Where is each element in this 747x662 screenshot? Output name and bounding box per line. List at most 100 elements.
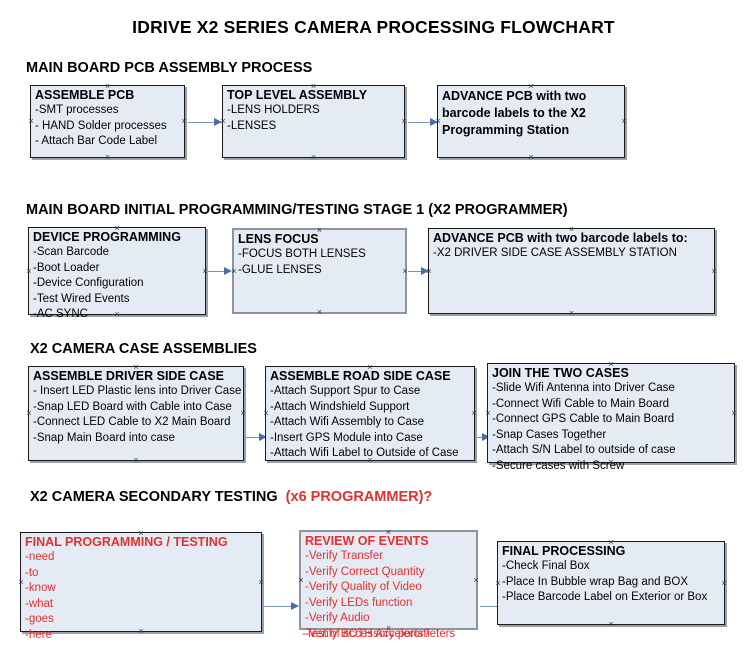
- resize-handle-top[interactable]: [568, 226, 575, 233]
- box-content: ADVANCE PCB with two barcode labels to t…: [438, 86, 624, 139]
- resize-handle-top[interactable]: [316, 227, 323, 234]
- box-line: -Connect GPS Cable to Main Board: [492, 413, 675, 425]
- box-line: -Verify Quality of Video: [305, 581, 422, 593]
- resize-handle-left[interactable]: [485, 410, 492, 417]
- box-content: ASSEMBLE ROAD SIDE CASE -Attach Support …: [266, 367, 474, 462]
- flowchart-box-assemble-driver-side-case[interactable]: ASSEMBLE DRIVER SIDE CASE - Insert LED P…: [28, 366, 244, 461]
- box-line: -Attach Support Spur to Case: [270, 385, 421, 397]
- resize-handle-top[interactable]: [133, 364, 140, 371]
- flowchart-box-assemble-pcb[interactable]: ASSEMBLE PCB -SMT processes - HAND Solde…: [30, 85, 185, 158]
- resize-handle-left[interactable]: [435, 118, 442, 125]
- resize-handle-right[interactable]: [401, 118, 408, 125]
- box-line: -to: [25, 566, 39, 579]
- resize-handle-bottom[interactable]: [310, 154, 317, 161]
- section-heading-accent: (x6 PROGRAMMER)?: [285, 489, 433, 505]
- resize-handle-left[interactable]: [220, 118, 227, 125]
- box-line: -Verify LEDs function: [305, 596, 413, 609]
- resize-handle-right[interactable]: [721, 580, 728, 587]
- box-overflow-line-review-of-events: -Test of accessory ports?: [302, 628, 430, 640]
- resize-handle-bottom[interactable]: [568, 310, 575, 317]
- flowchart-box-final-processing[interactable]: FINAL PROCESSING -Check Final Box -Place…: [497, 541, 725, 625]
- resize-handle-right[interactable]: [711, 268, 718, 275]
- resize-handle-top[interactable]: [608, 539, 615, 546]
- connector-driver-side-to-road-side[interactable]: [246, 437, 266, 438]
- flowchart-box-top-level-assembly[interactable]: TOP LEVEL ASSEMBLY -LENS HOLDERS -LENSES: [222, 85, 405, 158]
- flowchart-box-advance-pcb-programming-station[interactable]: ADVANCE PCB with two barcode labels to t…: [437, 85, 625, 158]
- connector-assemble-pcb-to-top-level-assembly[interactable]: [188, 122, 221, 123]
- resize-handle-left[interactable]: [495, 580, 502, 587]
- resize-handle-bottom[interactable]: [138, 628, 145, 635]
- resize-handle-right[interactable]: [240, 410, 247, 417]
- resize-handle-bottom[interactable]: [133, 457, 140, 464]
- resize-handle-left[interactable]: [26, 268, 33, 275]
- arrowhead-icon: [224, 266, 232, 275]
- box-line: -Verify Transfer: [305, 550, 383, 562]
- flowchart-box-device-programming[interactable]: DEVICE PROGRAMMING -Scan Barcode -Boot L…: [26, 225, 206, 320]
- resize-handle-right[interactable]: [181, 118, 188, 125]
- box-content: JOIN THE TWO CASES -Slide Wifi Antenna i…: [488, 364, 734, 474]
- resize-handle-bottom[interactable]: [104, 154, 111, 161]
- box-content: FINAL PROGRAMMING / TESTING -need -to -k…: [21, 533, 261, 643]
- box-line: -Attach Windshield Support: [270, 400, 410, 413]
- box-line: -SMT processes: [35, 104, 119, 116]
- box-line: - HAND Solder processes: [35, 119, 167, 132]
- resize-handle-left[interactable]: [298, 577, 305, 584]
- resize-handle-top[interactable]: [385, 529, 392, 536]
- resize-handle-left[interactable]: [231, 268, 238, 275]
- resize-handle-right[interactable]: [731, 410, 738, 417]
- flowchart-box-advance-pcb-driver-side-case[interactable]: ADVANCE PCB with two barcode labels to: …: [428, 228, 715, 314]
- resize-handle-left[interactable]: [18, 579, 25, 586]
- resize-handle-right[interactable]: [258, 579, 265, 586]
- box-content: DEVICE PROGRAMMING -Scan Barcode -Boot L…: [29, 228, 205, 323]
- resize-handle-top[interactable]: [367, 364, 374, 371]
- flowchart-box-lens-focus[interactable]: LENS FOCUS -FOCUS BOTH LENSES -GLUE LENS…: [232, 228, 407, 314]
- resize-handle-bottom[interactable]: [367, 457, 374, 464]
- box-line: -Device Configuration: [33, 277, 144, 289]
- box-line: -Scan Barcode: [33, 246, 110, 258]
- box-line: -Boot Loader: [33, 261, 100, 274]
- flowchart-box-review-of-events[interactable]: REVIEW OF EVENTS -Verify Transfer -Verif…: [298, 529, 480, 640]
- box-line: -Attach Wifi Assembly to Case: [270, 416, 425, 428]
- flowchart-box-final-programming-testing[interactable]: FINAL PROGRAMMING / TESTING -need -to -k…: [18, 530, 265, 641]
- box-content: FINAL PROCESSING -Check Final Box -Place…: [498, 542, 724, 606]
- resize-handle-bottom[interactable]: [114, 311, 121, 318]
- box-line: -Verify BOTH Accelerometers: [305, 627, 456, 640]
- connector-review-of-events-to-final-processing[interactable]: [480, 606, 510, 607]
- resize-handle-top[interactable]: [114, 225, 121, 232]
- resize-handle-bottom[interactable]: [608, 621, 615, 628]
- resize-handle-right[interactable]: [473, 577, 480, 584]
- resize-handle-top[interactable]: [528, 83, 535, 90]
- resize-handle-left[interactable]: [28, 118, 35, 125]
- box-line: -Verify Audio: [305, 612, 370, 624]
- resize-handle-left[interactable]: [426, 268, 433, 275]
- resize-handle-right[interactable]: [621, 118, 628, 125]
- connector-final-programming-to-review-of-events[interactable]: [264, 606, 298, 607]
- arrowhead-icon: [291, 601, 299, 610]
- connector-device-programming-to-lens-focus[interactable]: [208, 271, 230, 272]
- box-content: REVIEW OF EVENTS -Verify Transfer -Verif…: [301, 532, 476, 642]
- resize-handle-bottom[interactable]: [528, 154, 535, 161]
- resize-handle-top[interactable]: [104, 83, 111, 90]
- flowchart-box-join-the-two-cases[interactable]: JOIN THE TWO CASES -Slide Wifi Antenna i…: [485, 361, 738, 472]
- connector-lens-focus-to-advance-pcb-driver-side[interactable]: [408, 271, 428, 272]
- resize-handle-bottom[interactable]: [608, 459, 615, 466]
- arrowhead-icon: [214, 117, 222, 126]
- resize-handle-left[interactable]: [263, 410, 270, 417]
- resize-handle-left[interactable]: [26, 410, 33, 417]
- resize-handle-top[interactable]: [310, 83, 317, 90]
- box-title: REVIEW OF EVENTS: [305, 534, 429, 548]
- box-title: ASSEMBLE PCB: [35, 88, 135, 102]
- resize-handle-top[interactable]: [608, 361, 615, 368]
- flowchart-box-assemble-road-side-case[interactable]: ASSEMBLE ROAD SIDE CASE -Attach Support …: [265, 366, 475, 461]
- connector-top-level-assembly-to-advance-pcb[interactable]: [408, 122, 437, 123]
- box-content: ADVANCE PCB with two barcode labels to: …: [429, 229, 714, 262]
- resize-handle-right[interactable]: [471, 410, 478, 417]
- box-title: ASSEMBLE ROAD SIDE CASE: [270, 369, 451, 383]
- box-line: -Place In Bubble wrap Bag and BOX: [502, 575, 689, 588]
- resize-handle-bottom[interactable]: [316, 309, 323, 316]
- box-line: -Connect Wifi Cable to Main Board: [492, 397, 670, 410]
- resize-handle-top[interactable]: [138, 530, 145, 537]
- box-line: -Snap LED Board with Cable into Case: [33, 400, 232, 413]
- box-title: TOP LEVEL ASSEMBLY: [227, 88, 368, 102]
